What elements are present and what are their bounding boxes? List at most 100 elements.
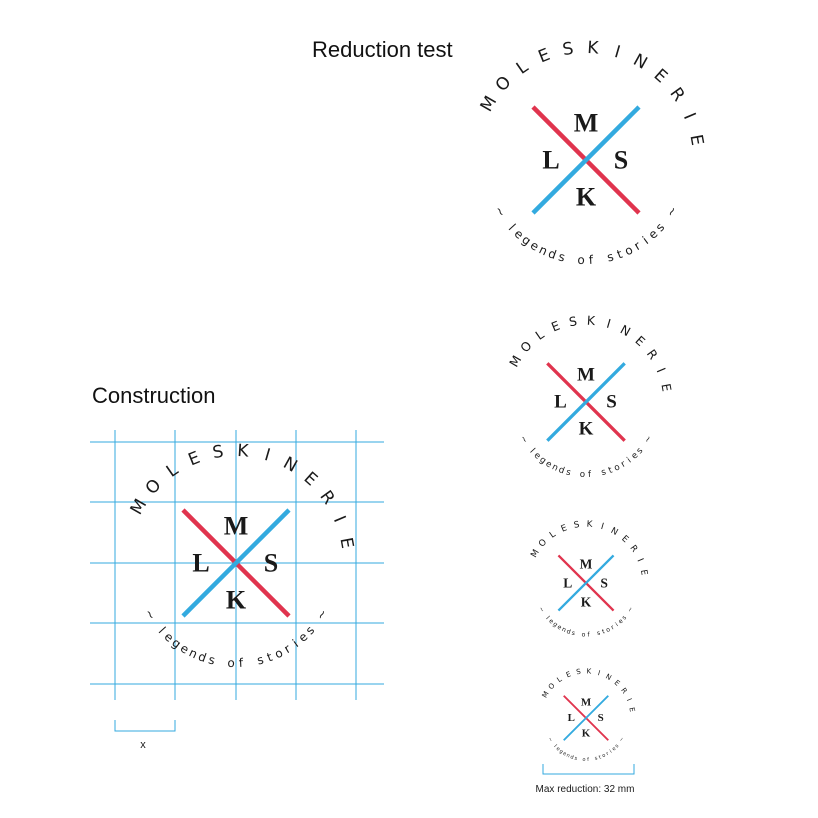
brand-ring-letter: L bbox=[163, 460, 183, 482]
brand-ring-letter: N bbox=[280, 453, 301, 477]
tagline-letter: s bbox=[621, 614, 628, 621]
tagline-letter: e bbox=[555, 746, 561, 753]
tagline-letter: f bbox=[588, 253, 594, 267]
blue-diagonal-bar bbox=[531, 105, 641, 215]
brand-ring-letter: M bbox=[127, 496, 152, 519]
tagline-letter: s bbox=[571, 630, 576, 638]
max-reduction-caption: Max reduction: 32 mm bbox=[536, 784, 635, 795]
brand-ring-letter: N bbox=[630, 50, 651, 74]
unit-bracket bbox=[114, 720, 176, 732]
brand-ring-letter: L bbox=[548, 530, 558, 541]
brand-ring-letter: S bbox=[573, 520, 581, 531]
max-reduction-bracket bbox=[542, 764, 635, 775]
tagline-letter: t bbox=[598, 754, 602, 760]
brand-ring-letter: L bbox=[532, 327, 546, 343]
brand-ring-letter: E bbox=[300, 468, 321, 490]
brand-ring-letter: O bbox=[546, 681, 557, 692]
tagline-letter: t bbox=[615, 247, 624, 262]
tagline-letter: r bbox=[282, 641, 293, 656]
tagline-letter: ~ bbox=[618, 736, 625, 743]
brand-ring-letter: M bbox=[477, 93, 502, 116]
tagline-letter: f bbox=[238, 656, 244, 670]
tagline-letter: d bbox=[565, 628, 571, 636]
brand-ring-letter: K bbox=[586, 520, 593, 530]
tagline-letter: e bbox=[630, 451, 641, 462]
tagline-letter: s bbox=[614, 743, 620, 749]
brand-ring-letter: S bbox=[561, 39, 575, 60]
brand-ring-letter: E bbox=[619, 534, 630, 545]
tagline-letter: e bbox=[617, 618, 625, 626]
brand-ring-letter: R bbox=[315, 487, 338, 508]
brand-ring-letter: E bbox=[638, 569, 649, 577]
construction-heading: Construction bbox=[92, 383, 216, 408]
tagline-letter: f bbox=[588, 470, 592, 480]
brand-ring-letter: I bbox=[634, 557, 644, 563]
monogram-top: M bbox=[580, 556, 593, 571]
tagline-letter: ~ bbox=[313, 607, 330, 623]
tagline-letter: l bbox=[506, 221, 519, 233]
blue-diagonal-bar bbox=[563, 695, 609, 741]
brand-ring-letter: O bbox=[142, 475, 166, 498]
brand-ring-letter: E bbox=[335, 536, 357, 550]
monogram-top: M bbox=[581, 696, 591, 708]
brand-ring-letter: E bbox=[632, 333, 648, 350]
tagline-letter: n bbox=[565, 753, 570, 760]
monogram-left: L bbox=[568, 712, 575, 724]
tagline-letter: g bbox=[537, 455, 547, 466]
tagline-letter: s bbox=[635, 446, 646, 456]
tagline-letter: d bbox=[196, 649, 208, 665]
measurement-annotations: x Max reduction: 32 mm bbox=[114, 720, 635, 795]
monogram-left: L bbox=[554, 392, 567, 413]
tagline-letter: o bbox=[580, 470, 586, 480]
brand-ring-letter: L bbox=[555, 674, 563, 684]
brand-ring-letter: M bbox=[506, 353, 524, 370]
brand-ring-letter: O bbox=[517, 338, 535, 356]
brand-ring-letter: M bbox=[540, 690, 551, 700]
tagline-letter: s bbox=[596, 630, 601, 638]
tagline-letter: f bbox=[587, 631, 590, 638]
tagline-letter: e bbox=[544, 459, 554, 470]
tagline-letter: ~ bbox=[626, 606, 635, 614]
tagline-letter: l bbox=[552, 744, 557, 749]
brand-ring-letter: R bbox=[665, 84, 688, 105]
brand-ring-letter: M bbox=[529, 548, 541, 560]
tagline-letter: e bbox=[556, 624, 563, 632]
tagline-letter: i bbox=[609, 749, 614, 755]
tagline-letter: s bbox=[207, 652, 216, 667]
monogram-left: L bbox=[542, 146, 559, 175]
tagline-letter: e bbox=[611, 746, 617, 753]
brand-ring-letter: I bbox=[600, 522, 605, 532]
brand-ring-letter: R bbox=[627, 544, 639, 555]
tagline-letter: o bbox=[227, 656, 235, 670]
monogram-left: L bbox=[192, 549, 209, 578]
brand-ring-letter: I bbox=[654, 365, 669, 374]
tagline-letter: t bbox=[601, 628, 606, 636]
monogram-bottom: K bbox=[226, 586, 247, 615]
tagline-letter: o bbox=[613, 462, 622, 473]
tagline-letter: n bbox=[550, 462, 559, 473]
tagline-letter: o bbox=[577, 253, 585, 267]
brand-ring-letter: I bbox=[679, 110, 699, 122]
blue-diagonal-bar bbox=[557, 554, 615, 612]
tagline-letter: o bbox=[581, 631, 585, 638]
brand-ring-letter: S bbox=[576, 667, 582, 677]
brand-ring-letter: E bbox=[565, 669, 573, 679]
tagline-letter: e bbox=[547, 618, 555, 626]
tagline-letter: d bbox=[569, 754, 574, 761]
tagline-letter: i bbox=[640, 234, 651, 247]
tagline-letter: e bbox=[562, 751, 568, 758]
tagline-letter: o bbox=[601, 753, 606, 760]
brand-ring-letter: N bbox=[604, 672, 613, 682]
tagline-letter: s bbox=[574, 756, 578, 763]
brand-ring-letter: L bbox=[513, 57, 533, 79]
monogram-top: M bbox=[577, 364, 595, 385]
tagline-letter: i bbox=[625, 456, 633, 465]
tagline-letter: ~ bbox=[492, 204, 509, 220]
tagline-letter: ~ bbox=[517, 434, 529, 445]
brand-ring-letter: E bbox=[613, 678, 623, 688]
monogram-bottom: K bbox=[576, 183, 597, 212]
